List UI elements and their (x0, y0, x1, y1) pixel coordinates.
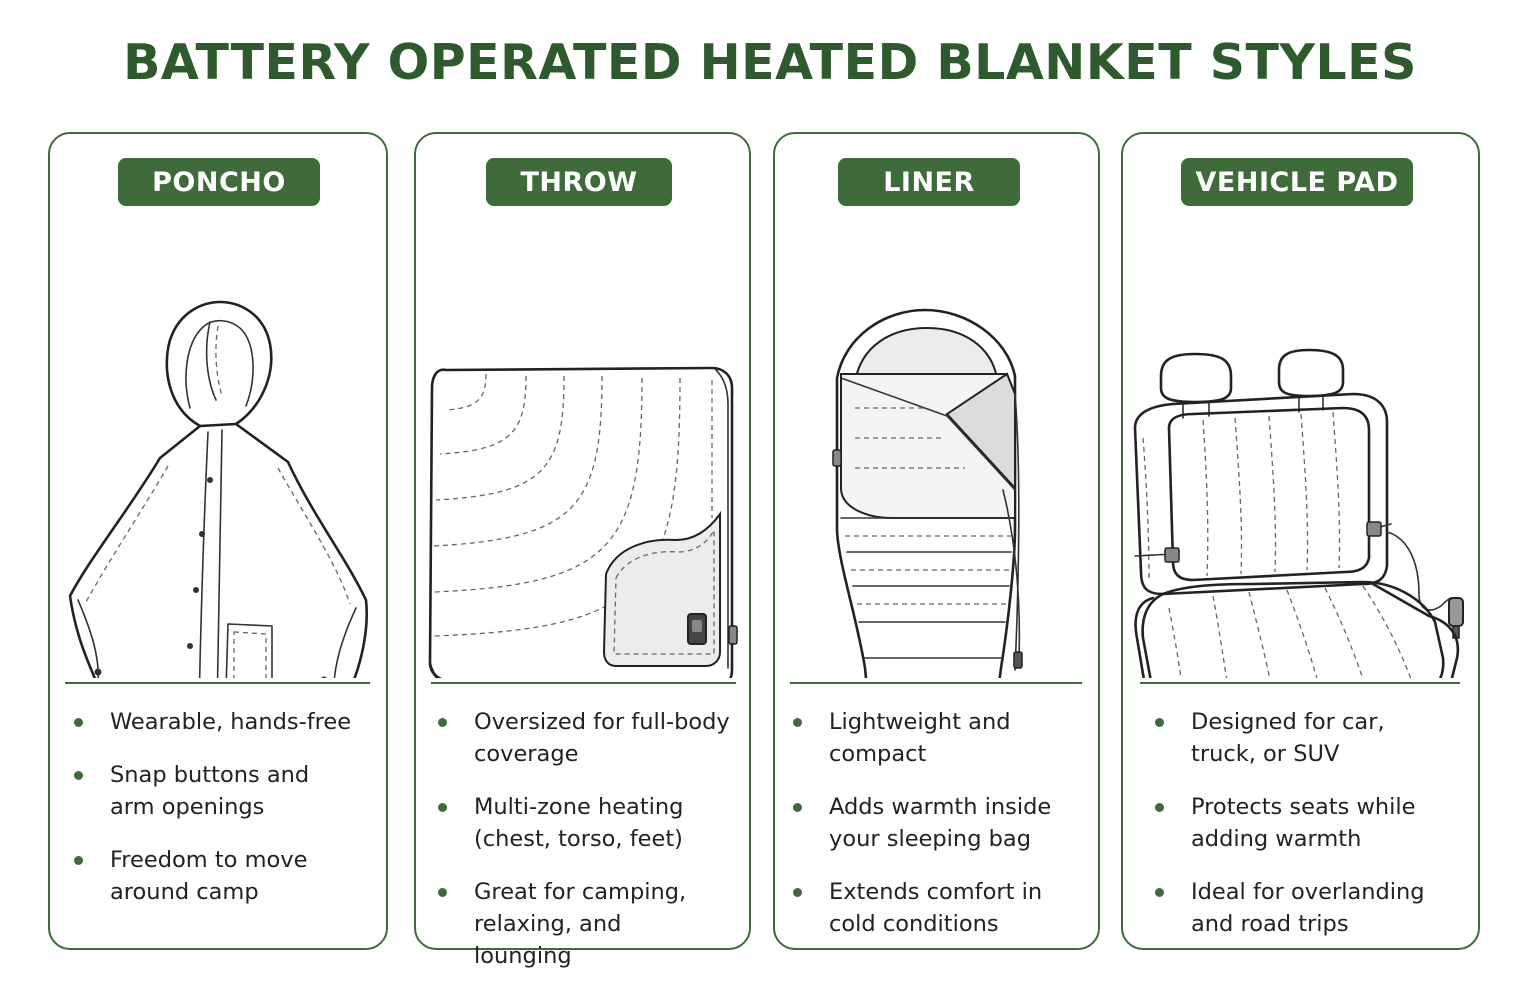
page-title: BATTERY OPERATED HEATED BLANKET STYLES (123, 34, 1417, 91)
feature-item: Wearable, hands-free (74, 706, 374, 738)
style-badge: LINER (838, 158, 1020, 206)
feature-item: Oversized for full-body coverage (438, 706, 738, 770)
feature-list: Oversized for full-body coverage Multi-z… (438, 706, 738, 993)
card-divider (65, 682, 370, 684)
card-vehicle-pad: VEHICLE PAD (1121, 132, 1480, 950)
feature-item: Extends comfort in cold conditions (793, 876, 1059, 940)
card-divider (790, 682, 1082, 684)
card-liner: LINER Lightweight and compact Adds warmt… (773, 132, 1100, 950)
feature-list: Lightweight and compact Adds warmth insi… (793, 706, 1093, 961)
card-throw: THROW Oversized for full-body coverage M… (414, 132, 751, 969)
feature-item: Ideal for overlanding and road trips (1155, 876, 1441, 940)
card-poncho: PONCHO Wearable, hands-free Snap bu (48, 132, 388, 950)
feature-list: Wearable, hands-free Snap buttons and ar… (74, 706, 374, 929)
feature-item: Adds warmth inside your sleeping bag (793, 791, 1059, 855)
vehicle-seat-pad-illustration (1133, 348, 1464, 678)
feature-item: Protects seats while adding warmth (1155, 791, 1441, 855)
style-badge: THROW (486, 158, 672, 206)
card-divider (431, 682, 736, 684)
feature-item: Snap buttons and arm openings (74, 759, 320, 823)
card-divider (1140, 682, 1460, 684)
sleeping-bag-liner-illustration (832, 308, 1023, 678)
feature-item: Lightweight and compact (793, 706, 1093, 770)
style-badge: VEHICLE PAD (1181, 158, 1413, 206)
throw-blanket-illustration (428, 366, 738, 678)
poncho-illustration (68, 300, 368, 678)
feature-item: Great for camping, relaxing, and loungin… (438, 876, 724, 972)
feature-item: Multi-zone heating (chest, torso, feet) (438, 791, 714, 855)
style-badge: PONCHO (118, 158, 320, 206)
feature-item: Designed for car, truck, or SUV (1155, 706, 1455, 770)
feature-list: Designed for car, truck, or SUV Protects… (1155, 706, 1465, 961)
feature-item: Freedom to move around camp (74, 844, 320, 908)
